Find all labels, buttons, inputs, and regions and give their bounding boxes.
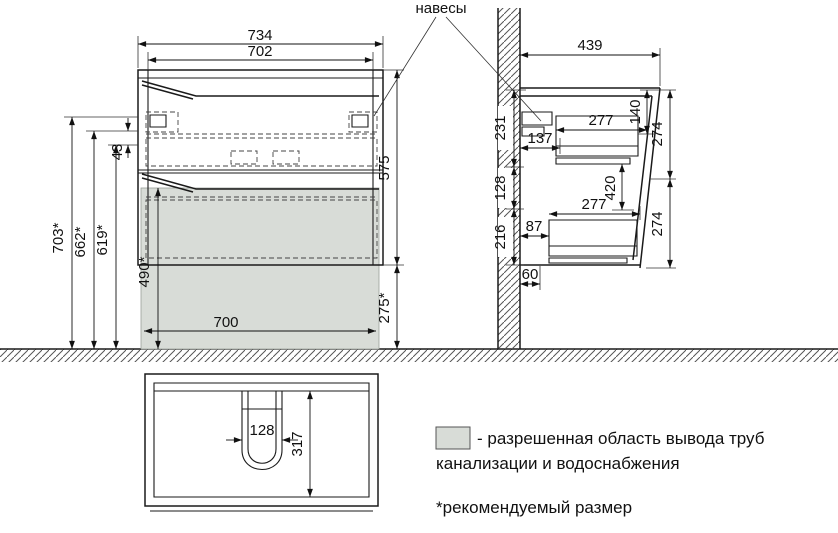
label-plate-128 <box>498 168 513 208</box>
front-hanger-blocks <box>149 114 369 128</box>
dim-upper-drawer-depth: 277 <box>588 112 613 129</box>
dim-inner-width: 702 <box>247 43 272 60</box>
dim-lower-drawer-depth: 277 <box>581 196 606 213</box>
dim-top-section: 140 <box>627 99 644 124</box>
dim-handle-top-height: 662* <box>72 226 89 257</box>
dim-handle-gap: 43 <box>109 144 126 161</box>
dim-back-mid-segment: 128 <box>492 175 509 200</box>
legend-text-line2: канализации и водоснабжения <box>436 454 680 473</box>
dim-hanger-depth: 137 <box>527 130 552 147</box>
dim-front-lower: 274 <box>649 211 666 236</box>
lower-drawer-side <box>548 219 638 264</box>
dim-pipe-area-width: 700 <box>213 314 238 331</box>
dim-siphon-height: 420 <box>602 175 619 200</box>
dim-back-bottom-segment: 216 <box>492 224 509 249</box>
bottom-dim-lines <box>226 391 313 497</box>
hangers-callout: навесы <box>373 0 542 122</box>
hangers-label: навесы <box>415 0 466 17</box>
floor-hatch <box>0 349 838 362</box>
dim-cabinet-height: 575 <box>376 155 393 180</box>
front-dim-lines <box>69 41 400 349</box>
legend-swatch <box>435 426 471 450</box>
siphon-recess <box>241 391 283 471</box>
dim-pipe-area-height: 490* <box>136 256 153 287</box>
dim-floor-clearance: 275* <box>376 292 393 323</box>
floor <box>0 348 838 362</box>
legend: - разрешенная область вывода труб канали… <box>435 426 765 517</box>
dim-back-offset: 87 <box>526 218 543 235</box>
dim-recess-width: 128 <box>249 422 274 439</box>
side-view: 439 231 137 277 140 274 128 420 216 87 2… <box>492 37 676 290</box>
front-hidden-details <box>145 111 378 259</box>
label-plate-216 <box>498 217 513 257</box>
dim-back-top-segment: 231 <box>492 115 509 140</box>
dim-bottom-offset: 60 <box>522 266 539 283</box>
dim-recess-depth: 317 <box>289 431 306 456</box>
front-cabinet-outline <box>137 69 384 266</box>
label-plate-231 <box>498 106 513 150</box>
side-hanger-block <box>521 111 553 137</box>
upper-drawer-side <box>555 115 639 165</box>
footnote-recommended-size: *рекомендуемый размер <box>436 498 632 517</box>
front-handle-grooves <box>141 80 379 193</box>
side-profile <box>520 87 661 269</box>
bottom-inner-lines <box>150 382 373 512</box>
hangers-leader-lines <box>373 16 542 122</box>
side-dim-lines <box>511 52 673 287</box>
dim-front-upper: 274 <box>649 121 666 146</box>
dim-hanger-height: 703* <box>50 222 67 253</box>
dim-overall-width: 734 <box>247 27 272 44</box>
bottom-outline <box>144 373 379 507</box>
dim-total-depth: 439 <box>577 37 602 54</box>
front-view: 734 702 575 275* 703* 662* 619* 43 490* … <box>50 27 404 350</box>
bottom-view: 128 317 <box>144 373 379 512</box>
front-panel-lines <box>138 70 383 265</box>
legend-text-line1: - разрешенная область вывода труб <box>477 429 765 448</box>
pipe-area <box>140 187 380 350</box>
dim-handle-bottom-height: 619* <box>94 224 111 255</box>
